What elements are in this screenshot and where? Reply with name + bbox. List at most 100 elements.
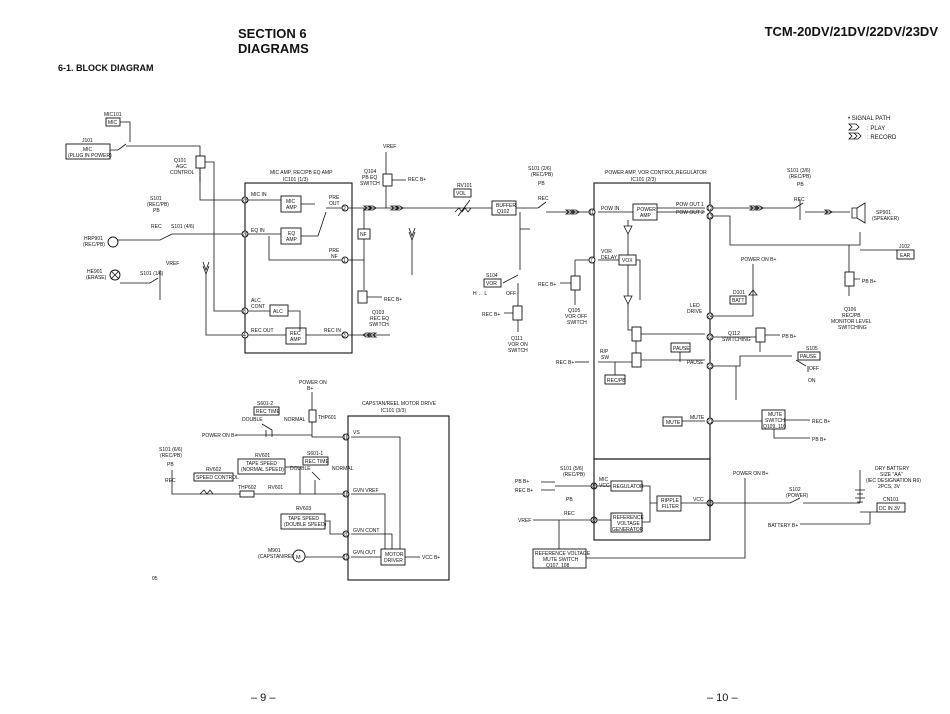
q101-transistor <box>195 155 206 169</box>
rec-time-box-1[interactable] <box>253 406 280 416</box>
power-on-bplus-label-3: POWER ON B+ <box>202 433 238 439</box>
s105-label: S105 <box>806 346 818 352</box>
s101-rec-label: REC <box>151 224 162 230</box>
q106-label-2: MONITOR LEVEL <box>831 319 872 325</box>
ic101-2-lower <box>593 458 711 541</box>
rec-amp-block <box>285 327 307 345</box>
motor-driver-label-1: MOTOR <box>385 552 404 558</box>
s101-6-pb-label: PB <box>167 462 174 468</box>
s102-label: S102 <box>789 487 801 493</box>
normal-label-1: NORMAL <box>284 417 306 423</box>
pause-block <box>670 342 691 353</box>
eq-amp-label-1: EQ <box>288 231 295 237</box>
agc-label: AGC <box>176 164 187 170</box>
q103-transistor <box>357 290 368 304</box>
h-l-label: H ← L <box>473 291 487 297</box>
pin-16: 16 <box>343 435 349 441</box>
pb-bplus-label-1: PB B+ <box>515 479 529 485</box>
vref-bottom-label: VREF <box>518 518 531 524</box>
q105-label: Q105 <box>568 308 580 314</box>
rec-in-label: REC IN <box>324 328 341 334</box>
s101-3-pb-label: PB <box>797 182 804 188</box>
vol-label: VOL <box>456 191 466 197</box>
pow-out-2-label: POW OUT 2 <box>676 210 704 216</box>
tape-speed-normal-box <box>237 458 286 475</box>
pre-out-label-1: PRE <box>329 195 340 201</box>
s101-recpb-label: (REC/PB) <box>147 202 169 208</box>
s101-label: S101 <box>150 196 162 202</box>
rec-bplus-label-6: REC B+ <box>556 360 574 366</box>
rec-time-box-2[interactable] <box>302 456 329 466</box>
mic-vcc-label-1: MIC <box>599 477 609 483</box>
pow-in-label: POW IN <box>601 206 620 212</box>
nf-label: NF <box>360 232 367 238</box>
vor-delay-label-2: DELAY <box>601 255 618 261</box>
j101-mic-label: MIC <box>83 147 93 153</box>
pin-11: 11 <box>589 210 594 216</box>
s101-4-6-label: S101 (4/6) <box>171 224 195 230</box>
speed-control-box <box>193 472 234 482</box>
s101-1-6-label: S101 (1/6) <box>140 271 164 277</box>
s101-3-6-label: S101 (3/6) <box>787 168 811 174</box>
pause-switch[interactable] <box>713 355 809 372</box>
vor-off-switch-label: VOR OFF <box>565 314 587 320</box>
pin-8: 8 <box>243 309 246 315</box>
pin-13: 13 <box>707 214 713 220</box>
s101-5-switch[interactable] <box>541 481 591 491</box>
tape-speed-double-2: (DOUBLE SPEED) <box>284 522 327 528</box>
dc-in-label: DC IN 3V <box>879 506 901 512</box>
ic2-transistor-2 <box>631 352 642 368</box>
vs-label: VS <box>353 430 360 436</box>
hrp901-label: HRP901 <box>84 236 103 242</box>
ic101-3-box <box>347 415 450 581</box>
eq-amp-label-2: AMP <box>286 237 298 243</box>
s101-5-recpb-label: (REC/PB) <box>563 472 585 478</box>
ripple-label-2: FILTER <box>662 504 679 510</box>
vor-off-label: OFF <box>506 291 516 297</box>
mute-pin-label: MUTE <box>690 415 705 421</box>
q106-label: Q106 <box>844 307 856 313</box>
s601-1-label: S601-1 <box>307 451 323 457</box>
mic-amp-label-2: AMP <box>286 205 298 211</box>
q111-switch-label: SWITCH <box>508 348 528 354</box>
power-on-bplus-label-1: POWER ON B+ <box>741 257 777 263</box>
hrp901-recpb-label: (REC/PB) <box>83 242 105 248</box>
amp-triangle-1 <box>623 225 633 235</box>
power-switch[interactable] <box>713 470 861 504</box>
rv101-label: RV101 <box>457 183 472 189</box>
q105-transistor <box>570 275 581 291</box>
ear-label: EAR <box>900 253 911 259</box>
vor-switch[interactable] <box>502 274 519 300</box>
mic-amp-label-1: MIC <box>286 199 296 205</box>
ref-mute-label-1: REFERENCE VOLTAGE <box>535 551 591 557</box>
led-drive-label-2: DRIVE <box>687 309 703 315</box>
dc-in-jack <box>876 502 906 513</box>
head-icon <box>107 236 119 248</box>
pin-22: 22 <box>707 335 713 341</box>
mic-in-label: MIC IN <box>251 192 267 198</box>
s101-pb-label: PB <box>153 208 160 214</box>
alc-cont-label-1: ALC <box>251 298 261 304</box>
q104-transistor <box>382 173 393 187</box>
thp601-label: THP601 <box>318 415 337 421</box>
section-name: DIAGRAMS <box>238 41 309 56</box>
pin-24: 24 <box>707 314 713 320</box>
ear-jack <box>896 249 915 260</box>
ic101-3-ref: IC101 (3/3) <box>381 408 406 414</box>
control-label: CONTROL <box>170 170 195 176</box>
motor-icon <box>292 549 306 563</box>
led-d101-icon <box>748 289 758 296</box>
speaker-icon <box>851 202 866 224</box>
pb-bplus-label-2: PB B+ <box>862 279 876 285</box>
s101-6-6-label: S101 (6/6) <box>159 447 183 453</box>
battery-icon <box>855 489 865 503</box>
rec-bplus-label-7: REC B+ <box>812 419 830 425</box>
tape-speed-double-1: TAPE SPEED <box>288 516 319 522</box>
speed-control-label: SPEED CONTROL <box>196 475 239 481</box>
buffer-label: BUFFER <box>496 203 516 209</box>
rec-pb-box-label: REC/PB <box>607 378 626 384</box>
tape-speed-normal-2: (NORMAL SPEED) <box>241 467 284 473</box>
s105-pause-box[interactable] <box>797 351 821 361</box>
power-amp-label-2: AMP <box>640 213 652 219</box>
ripple-filter-block <box>656 495 682 512</box>
